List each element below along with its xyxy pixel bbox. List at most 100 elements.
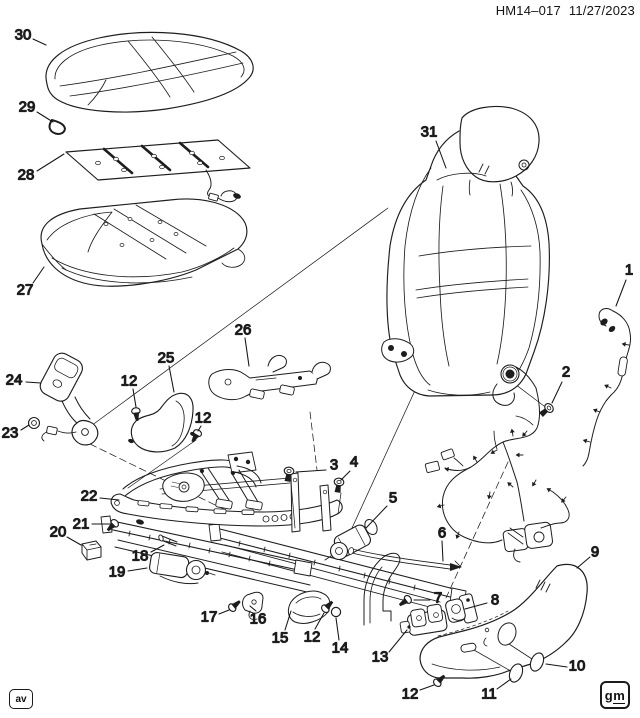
part-4-bolt	[332, 476, 345, 515]
part-16-latch-bracket	[242, 591, 264, 620]
callout-leader-14	[335, 617, 340, 641]
part-14-spacer-ring	[330, 606, 342, 618]
gm-logo-badge: gm	[600, 681, 630, 709]
callout-2: 2	[562, 364, 570, 381]
part-2-bolt	[537, 401, 556, 420]
callout-20: 20	[50, 524, 67, 541]
callout-leader-19	[127, 567, 148, 572]
callout-12: 12	[121, 373, 138, 390]
part-26-recliner-bracket-assembly	[208, 354, 331, 401]
callout-16: 16	[250, 611, 267, 628]
callout-11: 11	[481, 686, 497, 703]
callout-28: 28	[18, 167, 35, 184]
callout-12: 12	[402, 686, 419, 703]
part-29-retainer-clip	[48, 119, 66, 135]
callout-leader-17	[218, 609, 230, 615]
callout-leader-6	[441, 540, 444, 562]
callout-19: 19	[109, 564, 126, 581]
doc-number: HM14–017	[495, 3, 561, 18]
callout-leader-24	[25, 381, 42, 384]
gm-badge-text: gm	[604, 687, 626, 704]
part-10-handle-knob	[529, 652, 545, 672]
callout-leader-29	[36, 111, 54, 123]
doc-date: 11/27/2023	[568, 3, 635, 18]
part-6-drive-rod	[347, 547, 462, 571]
callout-3: 3	[330, 457, 338, 474]
callout-leader-13	[388, 629, 408, 653]
callout-7: 7	[434, 590, 442, 607]
callout-leader-5	[365, 505, 388, 529]
part-13-adjuster-switch	[399, 603, 448, 636]
callout-leader-12	[419, 684, 435, 691]
document-reference: HM14–017 11/27/2023	[496, 3, 635, 18]
callout-27: 27	[17, 282, 34, 299]
callout-4: 4	[350, 454, 358, 471]
callout-24: 24	[6, 372, 23, 389]
callout-leader-3	[295, 469, 327, 473]
callout-leader-12	[314, 612, 325, 630]
part-22-seat-frame-and-tracks	[100, 451, 467, 610]
av-badge-text: av	[15, 693, 27, 705]
part-25-seat-belt-side-shield	[128, 392, 196, 453]
callout-25: 25	[158, 350, 175, 367]
callout-leader-20	[66, 536, 82, 546]
part-5-track-motor	[324, 518, 378, 561]
part-8-lumbar-switch	[445, 593, 478, 624]
callout-leader-9	[576, 556, 591, 569]
part-3-bolt	[282, 465, 296, 529]
part-18-pin	[158, 534, 178, 547]
callout-leader-30	[32, 38, 47, 46]
part-20-harness-connector	[81, 540, 102, 561]
callout-leader-12	[197, 425, 202, 432]
callout-leader-11	[496, 678, 512, 690]
callout-leader-25	[168, 365, 175, 393]
callout-12: 12	[304, 629, 321, 646]
callout-leader-28	[36, 153, 65, 172]
callout-leader-18	[150, 544, 165, 553]
callout-5: 5	[389, 490, 397, 507]
part-12-screws	[130, 406, 448, 689]
callout-8: 8	[491, 592, 499, 609]
callout-leader-10	[545, 663, 568, 668]
front-trim-bracket	[363, 552, 401, 626]
part-11-handle-knob	[508, 663, 524, 683]
callout-leader-16	[249, 605, 257, 612]
av-badge: av	[9, 689, 33, 709]
callout-14: 14	[332, 640, 349, 657]
callout-leader-12	[132, 388, 137, 408]
callout-leader-4	[340, 470, 351, 481]
callout-9: 9	[591, 544, 599, 561]
callout-1: 1	[625, 262, 633, 279]
callout-leader-1	[615, 279, 627, 307]
callout-leader-2	[551, 381, 563, 404]
callout-12: 12	[195, 410, 212, 427]
callout-leader-15	[284, 610, 292, 631]
callout-leader-22	[99, 497, 120, 501]
callout-22: 22	[81, 488, 98, 505]
part-30-seat-cushion-cover	[45, 31, 254, 113]
part-27-seat-cushion-pad	[40, 198, 248, 287]
part-1-wiring-harness	[424, 308, 631, 563]
part-7-screw	[396, 593, 414, 610]
callout-30: 30	[15, 27, 32, 44]
part-31-seat-back-assembly	[381, 105, 550, 406]
callout-29: 29	[19, 99, 36, 116]
part-19-adjuster-motor	[149, 552, 216, 585]
callout-23: 23	[2, 425, 19, 442]
part-17-screw	[226, 597, 244, 614]
callout-leader-26	[244, 337, 250, 367]
callout-31: 31	[421, 124, 438, 141]
callout-6: 6	[438, 525, 446, 542]
callout-21: 21	[73, 516, 90, 533]
callout-10: 10	[569, 658, 586, 675]
callout-15: 15	[272, 630, 289, 647]
callout-leader-27	[32, 266, 45, 284]
callout-leader-8	[464, 602, 488, 610]
part-24-seat-belt-buckle	[39, 352, 99, 446]
callout-13: 13	[372, 649, 389, 666]
callout-26: 26	[235, 322, 252, 339]
callout-leader-31	[435, 140, 447, 169]
